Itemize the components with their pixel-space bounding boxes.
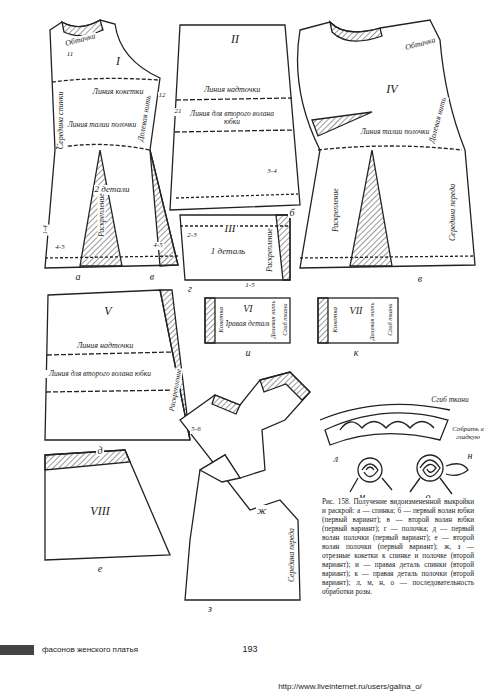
pattern-label: Линия надточки <box>203 86 261 95</box>
pattern-label: Линия талии полочки <box>66 121 138 129</box>
pattern-label: ж <box>256 505 267 516</box>
pattern-label: д <box>96 445 103 456</box>
pattern-label: з <box>207 603 213 614</box>
pattern-label: 1 деталь <box>210 247 246 257</box>
pattern-label: http://www.liveinternet.ru/users/galina_… <box>277 683 423 692</box>
pattern-label: 11 <box>66 51 74 59</box>
pattern-label: Линия для второго волана юбки <box>44 370 156 378</box>
pattern-label: Долевая нить <box>368 302 375 342</box>
pattern-label: Кокетка <box>332 306 340 334</box>
pattern-label: VII <box>349 305 364 316</box>
pattern-label: 21 <box>174 108 183 116</box>
pattern-label: Кокетка <box>218 306 226 334</box>
pattern-label: 3-4 <box>266 168 277 176</box>
pattern-label: Раскрепление <box>98 192 106 237</box>
figure-caption: Рис. 158. Получение видоизмененной выкро… <box>322 498 474 597</box>
pattern-label: и <box>245 347 252 358</box>
pattern-label: 1-4 <box>42 224 50 235</box>
pattern-label: 193 <box>241 645 258 655</box>
pattern-label: н <box>467 450 474 461</box>
pattern-label: VIII <box>89 505 110 518</box>
pattern-label: Правая деталь <box>222 320 272 328</box>
pattern-label: III <box>224 222 237 234</box>
pattern-label: Линия кокетки <box>91 88 144 97</box>
pattern-label: Долевая нить <box>269 300 276 340</box>
pattern-label: Сгиб ткани <box>385 303 392 337</box>
pattern-label: б <box>288 207 295 218</box>
pattern-label: е <box>97 563 103 574</box>
pattern-label: Линия для второго волана юбки <box>186 110 278 127</box>
pattern-label: II <box>230 33 240 46</box>
pattern-label: VI <box>242 303 253 314</box>
pattern-label: к <box>353 347 360 358</box>
pattern-label: Собрать в гладкую <box>449 426 487 441</box>
pattern-label: Раскрепление <box>332 187 340 232</box>
pattern-label: I <box>115 55 121 68</box>
pattern-label: в <box>417 273 423 284</box>
pattern-label: фасонов женского платья <box>41 646 139 655</box>
pattern-label: Сгиб ткани <box>430 396 469 404</box>
pattern-label: 4-5 <box>54 244 65 252</box>
pattern-label: 12 <box>158 92 167 100</box>
pattern-label: Раскрепление <box>266 227 274 272</box>
pattern-label: 5-6 <box>190 426 201 434</box>
pattern-label: Линия талии полочки <box>359 128 431 136</box>
pattern-label: IV <box>385 83 398 96</box>
pattern-label: Сгиб ткани <box>280 303 287 337</box>
pattern-label: а <box>75 271 82 282</box>
pattern-label: Середина переда <box>288 527 296 583</box>
pattern-label: 4-5 <box>152 242 163 250</box>
pattern-label: Середина переда <box>450 182 459 241</box>
pattern-label: в <box>149 271 155 282</box>
pattern-label: г <box>187 283 193 294</box>
pattern-label: 1-5 <box>244 282 255 290</box>
pattern-label: Линия надточки <box>76 342 134 351</box>
pattern-label: 2-3 <box>186 232 197 240</box>
pattern-label: V <box>103 305 112 318</box>
pattern-label: л <box>333 453 339 464</box>
